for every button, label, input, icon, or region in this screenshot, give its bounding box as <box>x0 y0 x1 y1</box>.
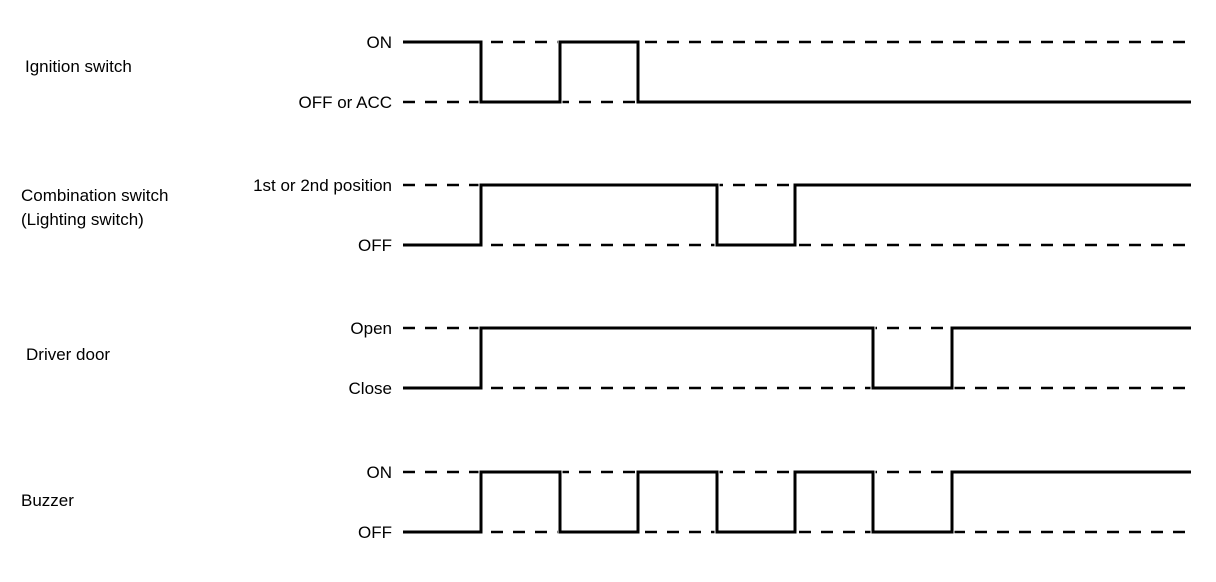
low-level-label: OFF <box>358 523 392 542</box>
high-level-label: ON <box>367 33 393 52</box>
low-level-label: OFF <box>358 236 392 255</box>
low-level-label: OFF or ACC <box>298 93 392 112</box>
high-level-label: Open <box>350 319 392 338</box>
signal-name-line: Driver door <box>26 345 110 364</box>
signal-waveform <box>403 40 1191 104</box>
signal-name: Combination switch (Lighting switch) <box>21 186 168 229</box>
waveform-mask <box>403 182 1191 248</box>
signal-row: Ignition switch ON OFF or ACC <box>25 33 1191 112</box>
waveform-mask <box>403 325 1191 391</box>
signal-name-line: Combination switch <box>21 186 168 205</box>
low-level-label: Close <box>349 379 392 398</box>
signal-row: Buzzer ON OFF <box>21 463 1191 542</box>
signal-waveform <box>403 470 1191 534</box>
waveform-mask <box>403 469 1191 535</box>
signal-name-line: Ignition switch <box>25 57 132 76</box>
signal-name: Driver door <box>26 345 110 364</box>
high-level-label: ON <box>367 463 393 482</box>
signal-waveform <box>403 183 1191 247</box>
signal-name: Buzzer <box>21 491 74 510</box>
signal-name-line: (Lighting switch) <box>21 210 144 229</box>
signal-name: Ignition switch <box>25 57 132 76</box>
high-level-label: 1st or 2nd position <box>253 176 392 195</box>
signal-name-line: Buzzer <box>21 491 74 510</box>
signal-row: Combination switch (Lighting switch) 1st o… <box>21 176 1191 255</box>
signal-waveform <box>403 326 1191 390</box>
waveform-mask <box>403 39 1191 105</box>
